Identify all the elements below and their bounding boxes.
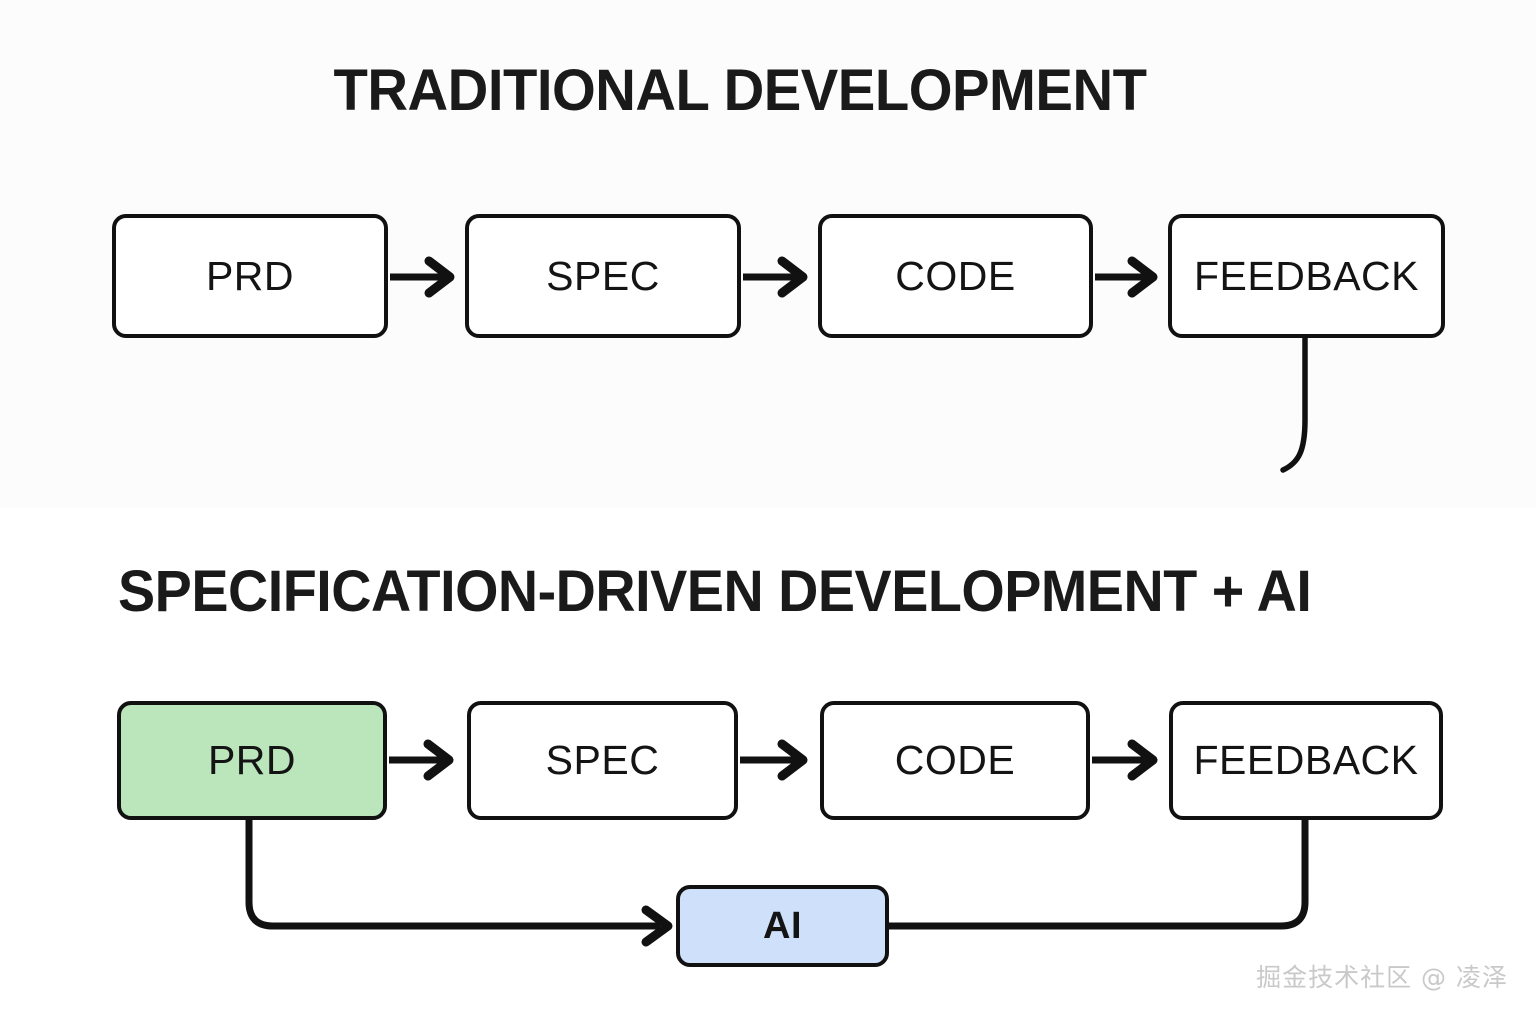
section-title-spec-driven: SPECIFICATION-DRIVEN DEVELOPMENT + AI (118, 559, 1312, 624)
node-label: CODE (894, 737, 1016, 783)
node-spec-driven-prd[interactable]: PRD (117, 701, 387, 820)
edge-spec-driven-prd-to-ai (245, 820, 673, 947)
node-spec-driven-spec[interactable]: SPEC (467, 701, 738, 820)
node-label: SPEC (545, 737, 660, 783)
node-label: PRD (205, 252, 295, 299)
node-spec-driven-code[interactable]: CODE (820, 701, 1090, 820)
edge-spec-driven-prd-to-spec (389, 739, 454, 781)
node-label: SPEC (546, 252, 660, 299)
node-label: CODE (895, 252, 1016, 299)
node-label: FEEDBACK (1193, 737, 1419, 783)
section-title-traditional: TRADITIONAL DEVELOPMENT (333, 58, 1147, 123)
edge-spec-driven-spec-to-code (740, 739, 808, 781)
node-label: AI (763, 904, 802, 947)
node-traditional-code[interactable]: CODE (818, 214, 1093, 338)
edge-spec-driven-feedback-to-ai (889, 820, 1309, 930)
edge-spec-driven-code-to-feedback (1092, 739, 1158, 781)
watermark-text: 掘金技术社区 @ 凌泽 (1256, 963, 1508, 992)
node-spec-driven-ai[interactable]: AI (676, 885, 889, 967)
node-traditional-spec[interactable]: SPEC (465, 214, 741, 338)
node-label: FEEDBACK (1194, 252, 1419, 299)
node-spec-driven-feedback[interactable]: FEEDBACK (1169, 701, 1443, 820)
node-traditional-prd[interactable]: PRD (112, 214, 388, 338)
node-traditional-feedback[interactable]: FEEDBACK (1168, 214, 1445, 338)
node-label: PRD (207, 737, 297, 783)
